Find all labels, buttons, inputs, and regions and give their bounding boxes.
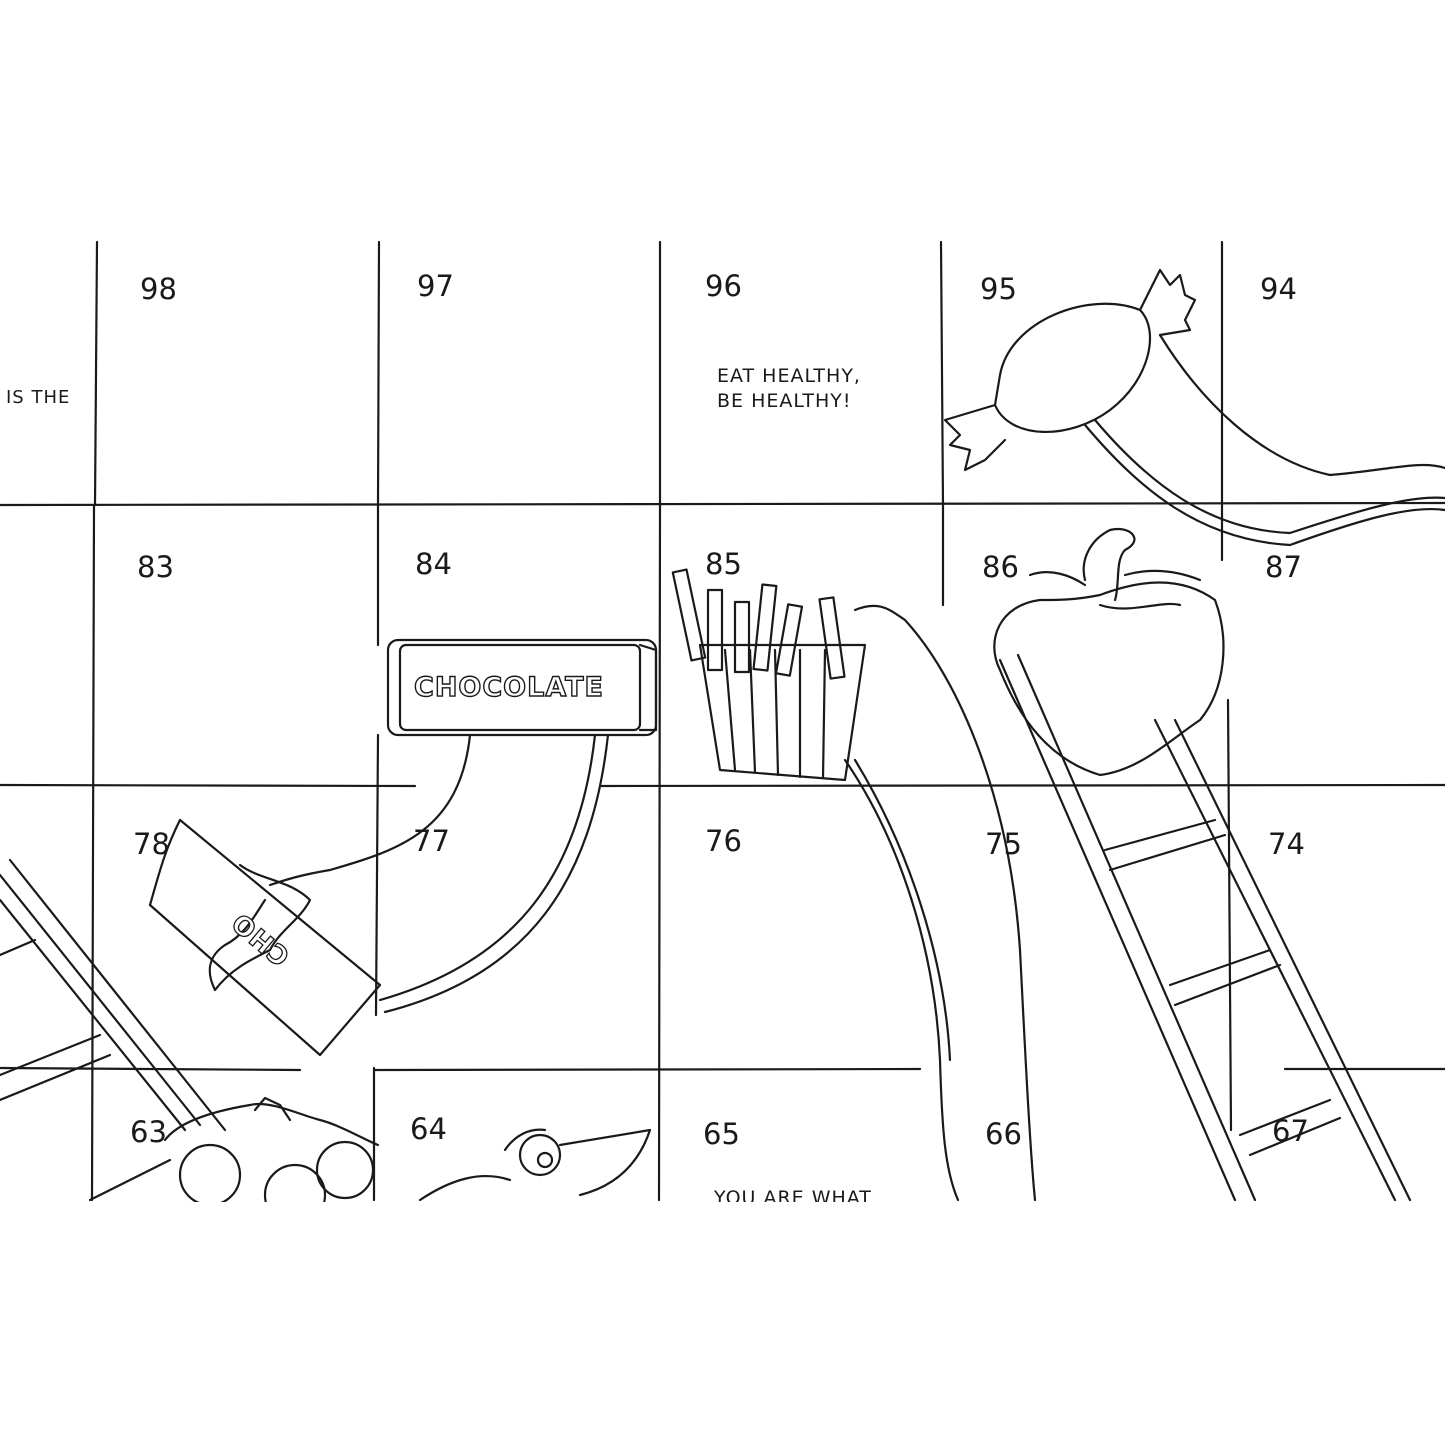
eat-healthy-line-2: BE HEALTHY!	[717, 389, 852, 412]
square-65-number: 65	[703, 1117, 740, 1151]
candy-snake	[943, 268, 1445, 547]
square-97-number: 97	[417, 269, 454, 303]
eat-healthy-line-1: EAT HEALTHY,	[717, 365, 861, 387]
square-74-number: 74	[1268, 827, 1305, 861]
bird	[418, 1128, 652, 1202]
edge-message: IS THE	[6, 387, 71, 408]
you-are-what-clip: YOU ARE WHAT	[712, 1184, 932, 1202]
grid-lines	[0, 240, 1445, 1202]
chocolate-bar-label: CHOCOLATE	[413, 671, 604, 703]
square-63-number: 63	[130, 1115, 167, 1149]
eat-healthy-message: EAT HEALTHY, BE HEALTHY!	[717, 364, 861, 413]
you-are-what-message: YOU ARE WHAT	[714, 1187, 872, 1202]
fries-snake	[671, 568, 1037, 1202]
square-87-number: 87	[1265, 550, 1302, 584]
square-83-number: 83	[137, 550, 174, 584]
square-95-number: 95	[980, 272, 1017, 306]
square-67-number: 67	[1272, 1114, 1309, 1148]
square-66-number: 66	[985, 1117, 1022, 1151]
left-ladder	[0, 858, 227, 1202]
page-margin-bottom	[0, 1202, 1445, 1445]
square-64-number: 64	[410, 1112, 447, 1146]
square-94-number: 94	[1260, 272, 1297, 306]
square-75-number: 75	[985, 827, 1022, 861]
pepper-ladder	[993, 527, 1412, 1202]
square-96-number: 96	[705, 269, 742, 303]
square-76-number: 76	[705, 824, 742, 858]
square-98-number: 98	[140, 272, 177, 306]
square-86-number: 86	[982, 550, 1019, 584]
square-85-number: 85	[705, 547, 742, 581]
square-84-number: 84	[415, 547, 452, 581]
chocolate-snake	[148, 638, 658, 1057]
square-77-number: 77	[413, 824, 450, 858]
square-78-number: 78	[133, 827, 170, 861]
